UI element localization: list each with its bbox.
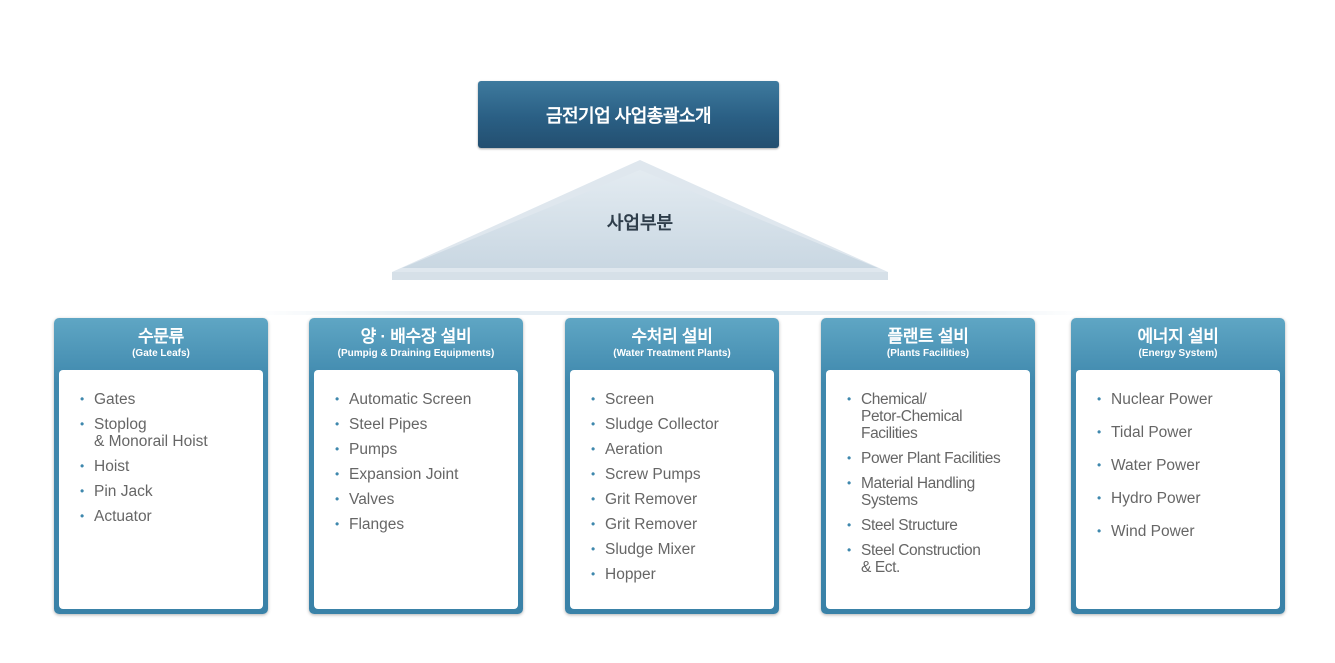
card-subtitle: (Pumpig & Draining Equipments)	[337, 347, 495, 359]
card-title: 양 · 배수장 설비	[360, 326, 472, 346]
card-title: 수처리 설비	[631, 326, 713, 346]
list-item: Stoplog & Monorail Hoist	[80, 416, 263, 450]
list-item: Sludge Collector	[591, 416, 774, 433]
list-item: Hopper	[591, 566, 774, 583]
list-item: Tidal Power	[1097, 424, 1280, 441]
list-item: Grit Remover	[591, 516, 774, 533]
card-item-list: Nuclear Power Tidal Power Water Power Hy…	[1076, 370, 1280, 540]
list-item: Steel Pipes	[335, 416, 518, 433]
list-item: Valves	[335, 491, 518, 508]
list-item: Hydro Power	[1097, 490, 1280, 507]
card-header: 수문류 (Gate Leafs)	[54, 318, 268, 368]
card-item-list: Screen Sludge Collector Aeration Screw P…	[570, 370, 774, 583]
card-item-list: Gates Stoplog & Monorail Hoist Hoist Pin…	[59, 370, 263, 525]
list-item: Expansion Joint	[335, 466, 518, 483]
business-division-label: 사업부분	[606, 213, 674, 233]
list-item: Screw Pumps	[591, 466, 774, 483]
list-item: Automatic Screen	[335, 391, 518, 408]
list-item: Flanges	[335, 516, 518, 533]
card-body: Screen Sludge Collector Aeration Screw P…	[570, 370, 774, 609]
card-header: 플랜트 설비 (Plants Facilities)	[821, 318, 1035, 368]
card-item-list: Chemical/ Petor-Chemical Facilities Powe…	[826, 370, 1030, 576]
list-item: Chemical/ Petor-Chemical Facilities	[847, 391, 1030, 442]
card-water-treatment: 수처리 설비 (Water Treatment Plants) Screen S…	[565, 318, 779, 614]
card-header: 수처리 설비 (Water Treatment Plants)	[565, 318, 779, 368]
card-subtitle: (Water Treatment Plants)	[613, 347, 731, 359]
list-item: Grit Remover	[591, 491, 774, 508]
card-energy-system: 에너지 설비 (Energy System) Nuclear Power Tid…	[1071, 318, 1285, 614]
card-header: 에너지 설비 (Energy System)	[1071, 318, 1285, 368]
card-subtitle: (Gate Leafs)	[132, 347, 190, 359]
list-item: Water Power	[1097, 457, 1280, 474]
card-title: 에너지 설비	[1137, 326, 1219, 346]
list-item: Gates	[80, 391, 263, 408]
card-subtitle: (Energy System)	[1138, 347, 1218, 359]
pyramid-graphic	[392, 160, 888, 280]
card-item-list: Automatic Screen Steel Pipes Pumps Expan…	[314, 370, 518, 533]
card-subtitle: (Plants Facilities)	[886, 347, 970, 359]
card-body: Gates Stoplog & Monorail Hoist Hoist Pin…	[59, 370, 263, 609]
list-item: Nuclear Power	[1097, 391, 1280, 408]
list-item: Hoist	[80, 458, 263, 475]
list-item: Sludge Mixer	[591, 541, 774, 558]
card-pumping-draining: 양 · 배수장 설비 (Pumpig & Draining Equipments…	[309, 318, 523, 614]
card-title: 수문류	[137, 326, 185, 346]
company-overview-title: 금전기업 사업총괄소개	[478, 81, 779, 148]
list-item: Steel Construction & Ect.	[847, 542, 1030, 576]
list-item: Aeration	[591, 441, 774, 458]
card-plants-facilities: 플랜트 설비 (Plants Facilities) Chemical/ Pet…	[821, 318, 1035, 614]
list-item: Actuator	[80, 508, 263, 525]
list-item: Screen	[591, 391, 774, 408]
card-body: Nuclear Power Tidal Power Water Power Hy…	[1076, 370, 1280, 609]
card-header: 양 · 배수장 설비 (Pumpig & Draining Equipments…	[309, 318, 523, 368]
list-item: Pumps	[335, 441, 518, 458]
list-item: Power Plant Facilities	[847, 450, 1030, 467]
list-item: Steel Structure	[847, 517, 1030, 534]
card-body: Chemical/ Petor-Chemical Facilities Powe…	[826, 370, 1030, 609]
card-title: 플랜트 설비	[887, 326, 969, 346]
list-item: Wind Power	[1097, 523, 1280, 540]
list-item: Pin Jack	[80, 483, 263, 500]
card-gate-leafs: 수문류 (Gate Leafs) Gates Stoplog & Monorai…	[54, 318, 268, 614]
list-item: Material Handling Systems	[847, 475, 1030, 509]
card-body: Automatic Screen Steel Pipes Pumps Expan…	[314, 370, 518, 609]
divider-line	[250, 311, 1090, 315]
